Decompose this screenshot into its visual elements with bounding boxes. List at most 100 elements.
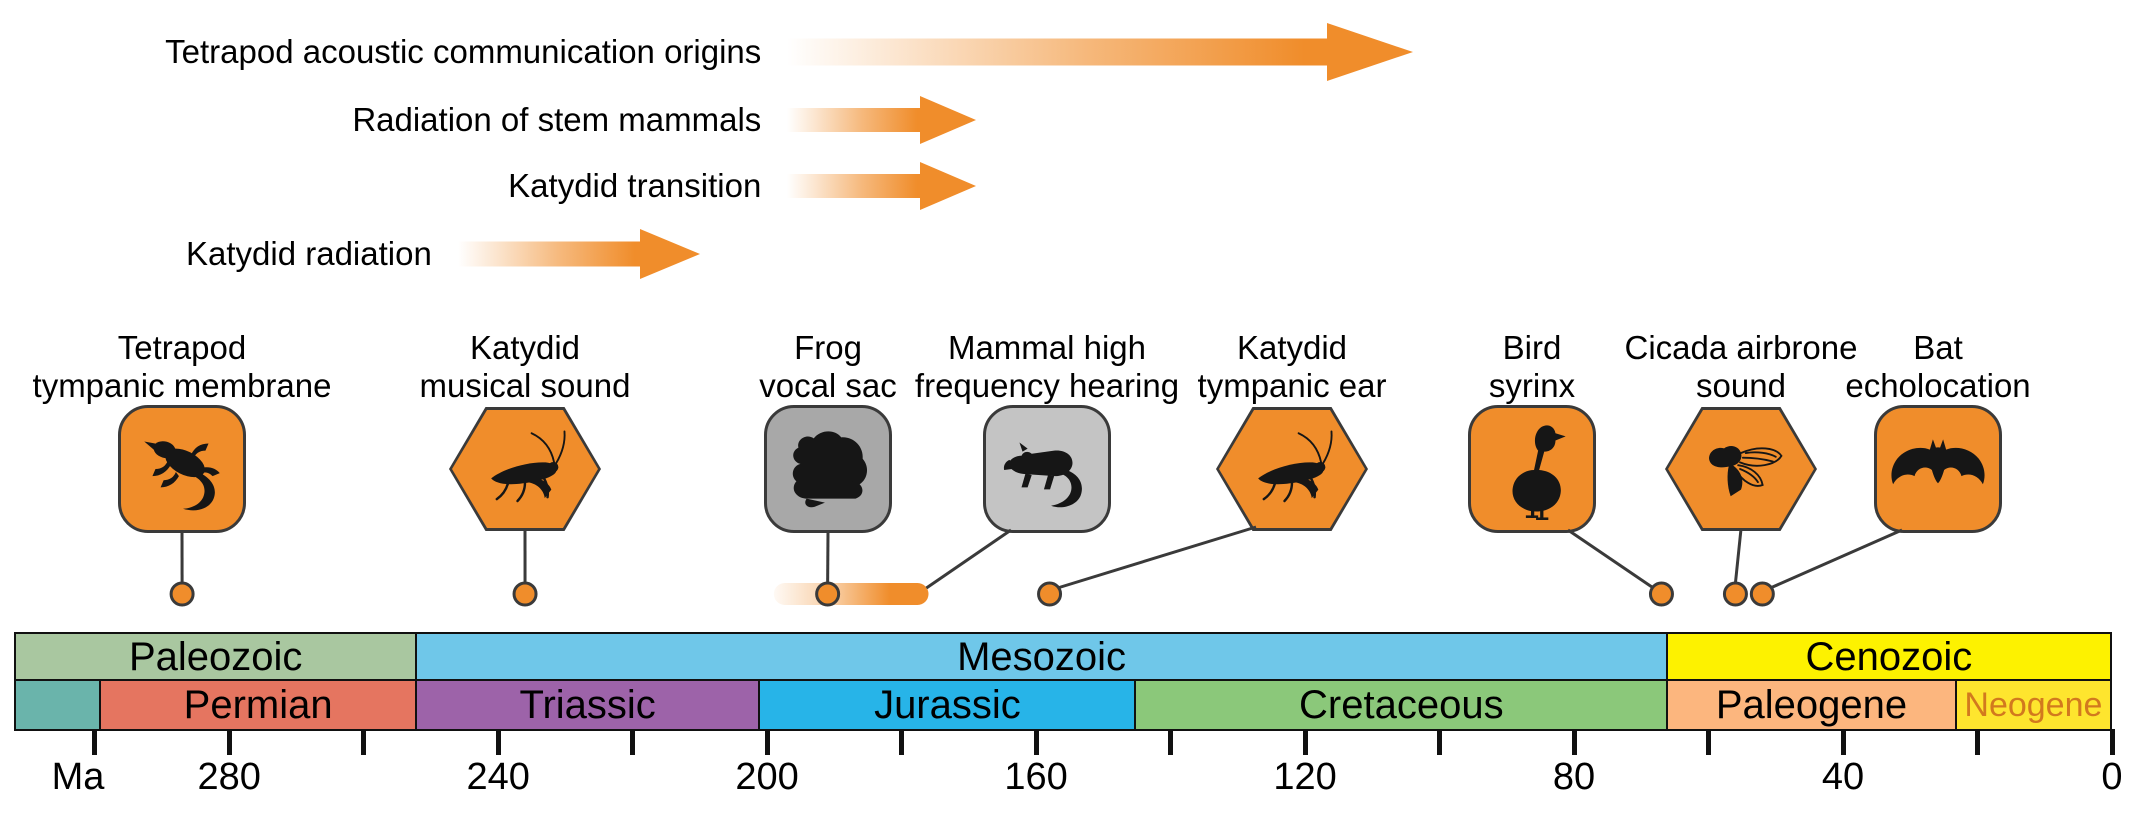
axis-tick-label: 80: [1552, 756, 1596, 798]
era-label: Cenozoic: [1805, 634, 1973, 679]
lizard-icon: [144, 441, 220, 511]
period-label: Neogene: [1964, 685, 2103, 724]
event-icon-frame: [1216, 407, 1368, 531]
axis-tick-label: 280: [197, 756, 261, 798]
axis-unit-label: Ma: [51, 756, 105, 798]
event-label-line2: echolocation: [1845, 367, 2031, 404]
connector-line: [1057, 525, 1257, 590]
event-label-line2: tympanic ear: [1197, 367, 1387, 404]
axis-tick: [1168, 729, 1174, 755]
event-label-line1: Bird: [1502, 329, 1562, 366]
event-label-line1: Tetrapod: [117, 329, 247, 366]
event-icon-fill: [1668, 410, 1814, 528]
era-segment-cenozoic: Cenozoic: [1665, 632, 2112, 682]
event-label-line1: Frog: [794, 329, 862, 366]
axis-tick: [92, 729, 98, 755]
axis-tick-label: 200: [735, 756, 799, 798]
time-marker-dot: [1648, 581, 1674, 607]
event-icon-fill: [452, 410, 598, 528]
event-label-line1: Katydid: [1236, 329, 1348, 366]
event-label-line1: Katydid: [469, 329, 581, 366]
period-segment-triassic: Triassic: [414, 679, 761, 731]
axis-tick: [495, 729, 501, 755]
era-label: Paleozoic: [128, 634, 303, 679]
trend-arrow-head: [1326, 23, 1413, 81]
axis-tick-label: 240: [466, 756, 530, 798]
event-icon-frame: [983, 405, 1111, 533]
time-marker-dot: [815, 581, 841, 607]
axis-tick: [630, 729, 636, 755]
time-marker-dot: [1749, 581, 1775, 607]
period-segment-jurassic: Jurassic: [757, 679, 1137, 731]
katydid-icon: [491, 430, 566, 503]
event-label-line2: vocal sac: [759, 367, 897, 404]
connector-line: [1733, 528, 1743, 584]
frog-icon: [792, 431, 868, 508]
axis-tick: [1302, 729, 1308, 755]
event-label-line1: Cicada airbrone: [1624, 329, 1858, 366]
axis-tick: [361, 729, 367, 755]
axis-tick-label: 40: [1821, 756, 1865, 798]
axis-tick: [764, 729, 770, 755]
arrow-label: Radiation of stem mammals: [352, 101, 762, 138]
event-label-line2: sound: [1696, 367, 1786, 404]
period-segment-cretaceous: Cretaceous: [1134, 679, 1669, 731]
era-label: Mesozoic: [957, 634, 1127, 679]
axis-tick: [1437, 729, 1443, 755]
era-segment-mesozoic: Mesozoic: [414, 632, 1669, 682]
bird-icon: [1512, 425, 1566, 520]
event-icon-frame: [449, 407, 601, 531]
event-icon-frame: [1468, 405, 1596, 533]
event-icon-frame: [118, 405, 246, 533]
bat-icon: [1891, 439, 1985, 485]
connector-line: [1769, 528, 1903, 590]
arrow-label: Katydid transition: [508, 167, 762, 204]
era-segment-paleozoic: Paleozoic: [13, 632, 418, 682]
period-label: Triassic: [519, 682, 656, 727]
time-marker-dot: [169, 581, 195, 607]
period-label: Permian: [183, 682, 333, 727]
period-segment-permian: Permian: [98, 679, 418, 731]
mammal-icon: [1003, 442, 1082, 508]
trend-arrow-shaft: [787, 38, 1331, 66]
connector-line: [1567, 528, 1655, 590]
uncertainty-range-bar: [773, 583, 929, 605]
time-marker-dot: [1722, 581, 1748, 607]
period-segment-paleogene: Paleogene: [1665, 679, 1958, 731]
trend-arrow-head: [919, 162, 976, 210]
event-label-line2: musical sound: [419, 367, 631, 404]
event-icon-frame: [764, 405, 892, 533]
axis-tick: [1706, 729, 1712, 755]
axis-tick-label: 120: [1273, 756, 1337, 798]
event-icon-frame: [1874, 405, 2002, 533]
axis-tick-label: 160: [1004, 756, 1068, 798]
period-segment: [13, 679, 102, 731]
arrow-label: Tetrapod acoustic communication origins: [165, 33, 762, 70]
axis-tick: [899, 729, 905, 755]
katydid-icon: [1258, 430, 1333, 503]
arrow-label: Katydid radiation: [185, 235, 432, 272]
axis-tick: [2109, 729, 2115, 755]
event-icon-fill: [1219, 410, 1365, 528]
trend-arrow-head: [639, 229, 700, 279]
axis-tick: [1975, 729, 1980, 755]
trend-arrow-shaft: [787, 174, 924, 198]
cicada-icon: [1709, 445, 1783, 497]
period-label: Jurassic: [874, 682, 1021, 727]
period-label: Paleogene: [1715, 682, 1908, 727]
period-segment-neogene: Neogene: [1954, 679, 2112, 731]
event-label-line2: frequency hearing: [914, 367, 1180, 404]
axis-tick: [1840, 729, 1846, 755]
axis-tick: [1033, 729, 1039, 755]
trend-arrow-shaft: [787, 108, 924, 132]
event-label-line2: tympanic membrane: [32, 367, 332, 404]
